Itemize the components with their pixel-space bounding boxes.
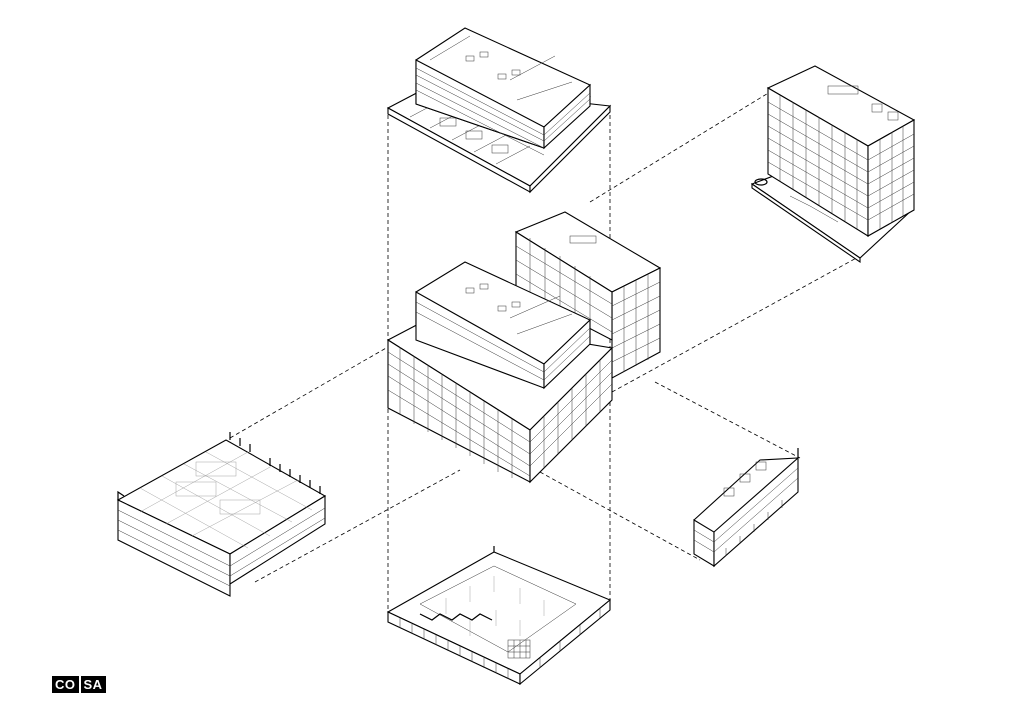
- roof-terraces-block: [386, 27, 612, 194]
- assembled-building: [386, 211, 662, 484]
- cosa-logo: CO SA: [52, 676, 106, 693]
- ground-floor-plinth: [386, 546, 612, 686]
- logo-right: SA: [80, 676, 106, 693]
- side-wing-block: [693, 448, 800, 568]
- tower-block: [750, 65, 916, 264]
- logo-left: CO: [52, 676, 79, 693]
- office-floors-block: [116, 432, 327, 597]
